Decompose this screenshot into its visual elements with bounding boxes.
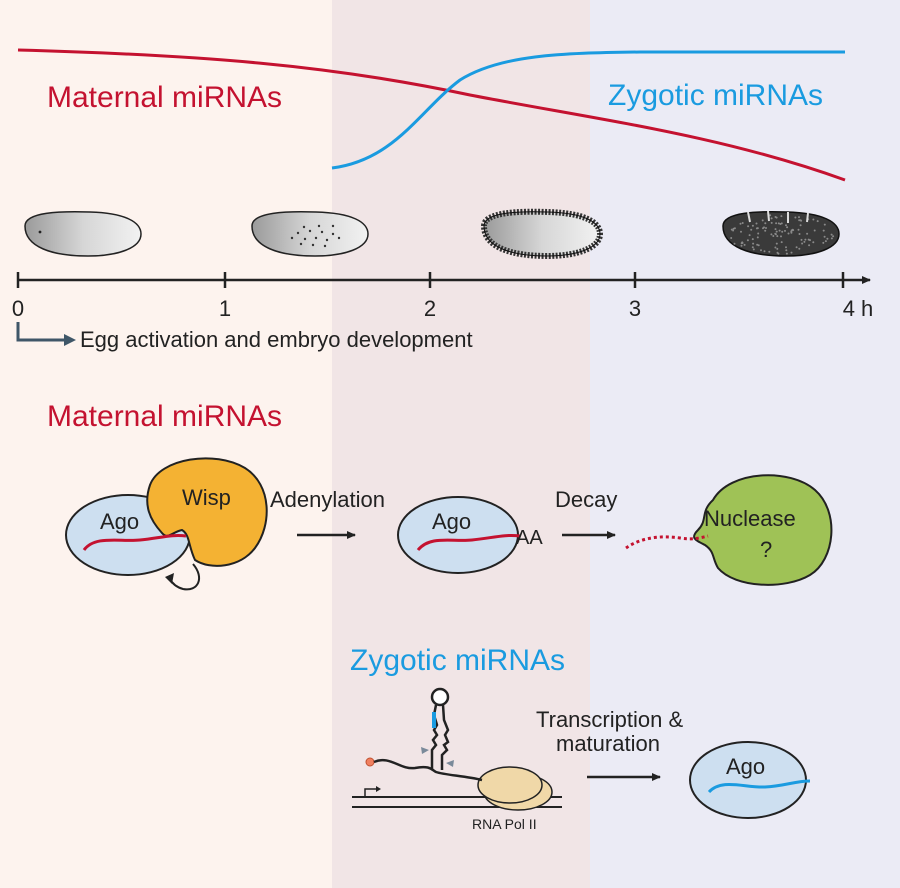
nuclease-question-mark: ? — [760, 537, 772, 562]
ago-label: Ago — [100, 509, 139, 534]
nuclease-protein — [693, 474, 833, 586]
maternal-pathway-heading: Maternal miRNAs — [47, 400, 282, 433]
nuclease-label: Nuclease — [704, 506, 796, 531]
poly-a-tail-label: AA — [516, 527, 543, 549]
adenylation-label: Adenylation — [270, 487, 385, 512]
background-band-mid — [332, 0, 590, 888]
embryo-stage-3 — [480, 208, 604, 260]
rna-pol-ii-subunit-front — [477, 766, 543, 804]
adenylated-ago-complex: Ago AA — [397, 496, 543, 574]
wisp-label: Wisp — [182, 485, 231, 510]
decay-label: Decay — [555, 487, 617, 512]
hairpin-loop — [430, 687, 450, 707]
ago-label-adenylated: Ago — [432, 509, 471, 534]
transcription-label-line1: Transcription & — [536, 707, 683, 732]
rna-pol-ii-label: RNA Pol II — [472, 816, 537, 832]
caption-elbow-arrow — [16, 322, 66, 342]
transcription-complex: RNA Pol II — [352, 687, 562, 832]
degrading-mirna-strand — [625, 534, 709, 550]
pri-mirna-transcript — [373, 759, 483, 782]
transcription-label-line2: maturation — [556, 731, 660, 756]
adenylation-curved-arrow — [169, 563, 201, 591]
nuclease-complex: Nuclease ? — [625, 474, 833, 586]
embryo-stage-2 — [251, 211, 369, 257]
timeline-tick-label-4: 4 h — [843, 296, 874, 321]
cleavage-site-left — [421, 747, 429, 754]
adenylation-curved-arrowhead — [165, 573, 174, 584]
cleavage-site-right — [446, 760, 454, 767]
zygotic-pathway-heading: Zygotic miRNAs — [350, 644, 565, 677]
embryo-stage-4 — [722, 210, 840, 257]
promoter-arrowhead — [376, 786, 381, 792]
maternal-mirna-strand — [82, 534, 187, 552]
zygotic-curve-label: Zygotic miRNAs — [608, 79, 823, 112]
zygotic-mirna-curve — [331, 50, 845, 170]
timeline-tick-label-1: 1 — [219, 296, 231, 321]
caption-arrow-head — [64, 334, 76, 346]
ago-wisp-complex: Wisp Ago — [65, 457, 268, 591]
background-band-early — [0, 0, 332, 888]
rna-5-prime-cap — [365, 757, 375, 767]
hairpin-stem-right — [440, 704, 450, 770]
ago-label-zygotic: Ago — [726, 754, 765, 779]
timeline-caption: Egg activation and embryo development — [80, 327, 473, 352]
timeline-tick-label-2: 2 — [424, 296, 436, 321]
zygotic-ago-complex: Ago — [689, 741, 811, 819]
maternal-curve-label: Maternal miRNAs — [47, 81, 282, 114]
timeline-tick-label-0: 0 — [12, 296, 24, 321]
wisp-protein — [146, 457, 268, 567]
embryo-stage-1 — [24, 211, 142, 257]
maternal-mirna-curve — [17, 48, 846, 182]
zygotic-mirna-strand — [707, 779, 811, 794]
adenylated-mirna-strand — [416, 534, 521, 552]
promoter-arrow — [364, 788, 376, 797]
timeline-tick-label-3: 3 — [629, 296, 641, 321]
